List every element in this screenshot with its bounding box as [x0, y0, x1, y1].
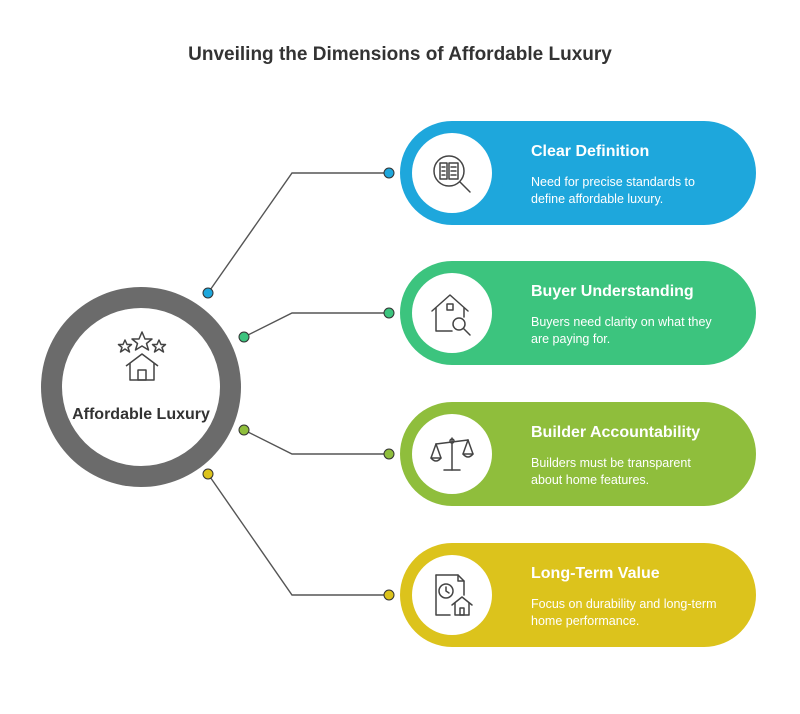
house-search-icon — [431, 294, 471, 336]
connector-1 — [207, 172, 389, 294]
connector-dot-hub-4 — [202, 468, 214, 480]
card-icon-holder — [412, 273, 492, 353]
stars-house-icon — [117, 331, 167, 381]
card-description: Builders must be transparent about home … — [531, 456, 691, 487]
card-buyer-understanding: Buyer Understanding Buyers need clarity … — [400, 261, 756, 365]
card-ring — [400, 261, 504, 365]
connector-dot-end-1 — [383, 167, 395, 179]
card-ring — [400, 121, 504, 225]
card-title: Buyer Understanding — [531, 283, 694, 300]
connector-dot-hub-3 — [238, 424, 250, 436]
card-ring — [400, 402, 504, 506]
connector-4 — [207, 473, 389, 596]
connector-dot-hub-2 — [238, 331, 250, 343]
card-title: Long-Term Value — [531, 565, 660, 582]
card-ring — [400, 543, 504, 647]
card-long-term-value: Long-Term Value Focus on durability and … — [400, 543, 756, 647]
card-icon-holder — [412, 555, 492, 635]
card-builder-accountability: Builder Accountability Builders must be … — [400, 402, 756, 506]
card-description: Buyers need clarity on what they are pay… — [531, 315, 712, 346]
connector-3 — [243, 429, 389, 455]
document-search-icon — [433, 155, 471, 193]
connector-dot-end-4 — [383, 589, 395, 601]
balance-scale-icon — [430, 437, 474, 471]
hub-label: Affordable Luxury — [72, 406, 210, 423]
connector-dot-end-2 — [383, 307, 395, 319]
card-clear-definition: Clear Definition Need for precise standa… — [400, 121, 756, 225]
page-title: Unveiling the Dimensions of Affordable L… — [188, 44, 612, 65]
connector-dot-hub-1 — [202, 287, 214, 299]
document-clock-house-icon — [435, 574, 473, 616]
card-title: Clear Definition — [531, 143, 650, 160]
hub-circle: Affordable Luxury — [41, 287, 241, 487]
card-icon-holder — [412, 414, 492, 494]
connector-2 — [243, 312, 389, 338]
card-description: Focus on durability and long-term home p… — [531, 597, 717, 628]
card-title: Builder Accountability — [531, 424, 701, 441]
hub-inner: Affordable Luxury — [62, 308, 220, 466]
connector-dot-end-3 — [383, 448, 395, 460]
card-description: Need for precise standards to define aff… — [531, 175, 695, 206]
card-icon-holder — [412, 133, 492, 213]
